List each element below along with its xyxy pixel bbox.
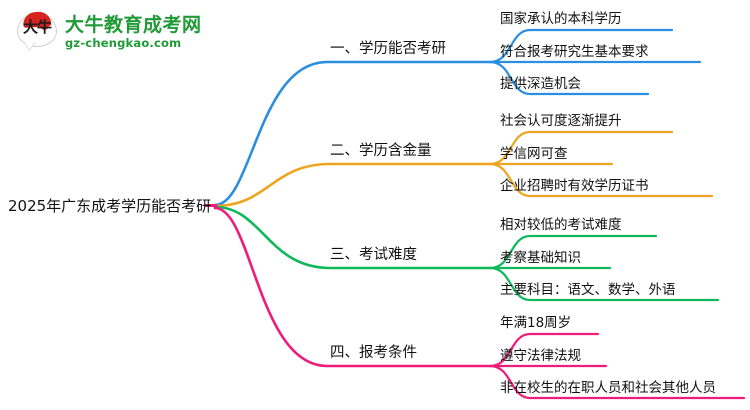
leaf-label-4-1[interactable]: 年满18周岁 [500,315,572,331]
branch-label-4[interactable]: 四、报考条件 [330,345,417,361]
leaf-label-4-2[interactable]: 遵守法律法规 [500,348,581,364]
leaf-label-1-2[interactable]: 符合报考研究生基本要求 [500,44,649,60]
branch-connector-4 [213,206,746,400]
logo-text-block: 大牛教育成考网 gz-chengkao.com [65,14,202,50]
logo-bubble-tail [24,41,36,50]
leaf-label-3-1[interactable]: 相对较低的考试难度 [500,217,622,233]
leaf-label-2-3[interactable]: 企业招聘时有效学历证书 [500,178,649,194]
logo-mark-text: 大牛 [22,18,52,36]
leaf-label-2-2[interactable]: 学信网可查 [500,146,568,162]
leaf-label-3-2[interactable]: 考察基础知识 [500,250,581,266]
logo-url: gz-chengkao.com [65,36,182,50]
root-node-label[interactable]: 2025年广东成考学历能否考研 [8,197,212,215]
branch-label-2[interactable]: 二、学历含金量 [330,143,432,159]
logo-red-dot [40,20,49,30]
leaf-label-4-3[interactable]: 非在校生的在职人员和社会其他人员 [500,380,716,396]
leaf-label-3-3[interactable]: 主要科目：语文、数学、外语 [500,282,676,298]
logo-bull-icon: 大牛 [16,11,58,53]
branch-label-1[interactable]: 一、学历能否考研 [330,41,446,57]
logo-title: 大牛教育成考网 [65,14,202,36]
site-logo: 大牛 大牛教育成考网 gz-chengkao.com [16,8,201,56]
leaf-label-2-1[interactable]: 社会认可度逐渐提升 [500,113,622,129]
branch-label-3[interactable]: 三、考试难度 [330,247,417,263]
leaf-label-1-1[interactable]: 国家承认的本科学历 [500,11,622,27]
leaf-label-1-3[interactable]: 提供深造机会 [500,76,581,92]
